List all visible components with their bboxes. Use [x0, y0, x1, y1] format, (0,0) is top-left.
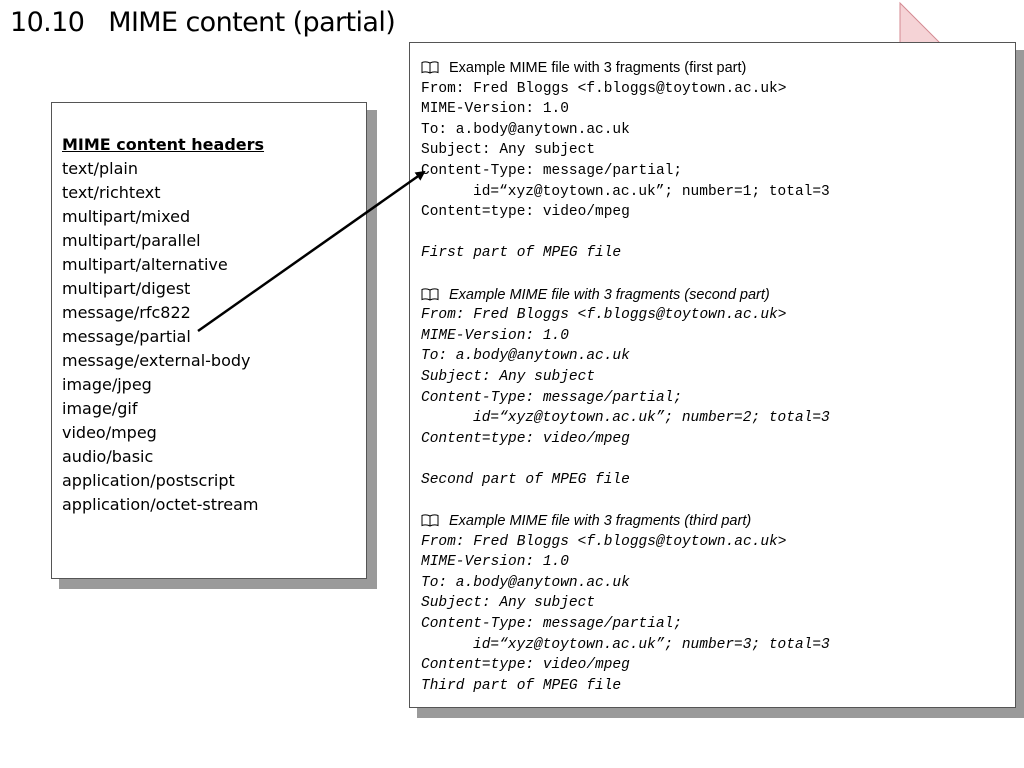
- fragment-2-content-type-video: Content=type: video/mpeg: [421, 430, 630, 447]
- book-icon: [421, 60, 439, 81]
- mime-type-item: text/plain: [62, 159, 138, 178]
- fragment-3-content-type: Content-Type: message/partial;: [421, 616, 683, 633]
- spacer: [421, 490, 1015, 511]
- fragment-2-subject: Subject: Any subject: [421, 368, 596, 385]
- fragment-2-from: From: Fred Bloggs <f.bloggs@toytown.ac.u…: [421, 307, 787, 324]
- mime-type-item: message/external-body: [62, 351, 251, 370]
- fragment-3-heading: Example MIME file with 3 fragments (thir…: [421, 511, 1015, 532]
- mime-type-item: image/jpeg: [62, 375, 152, 394]
- mime-type-item: multipart/alternative: [62, 255, 228, 274]
- fragment-3-id-line: id=“xyz@toytown.ac.uk”; number=3; total=…: [473, 636, 830, 653]
- fragment-2-content-type: Content-Type: message/partial;: [421, 389, 683, 406]
- fragment-1-heading: Example MIME file with 3 fragments (firs…: [421, 58, 1015, 79]
- fragment-1-mime-version: MIME-Version: 1.0: [421, 101, 569, 118]
- mime-type-item: multipart/parallel: [62, 231, 201, 250]
- fragment-1-subject: Subject: Any subject: [421, 142, 596, 159]
- book-icon: [421, 287, 439, 308]
- fragment-2-mime-version: MIME-Version: 1.0: [421, 327, 569, 344]
- fragment-3-to: To: a.body@anytown.ac.uk: [421, 574, 630, 591]
- mime-type-item: message/rfc822: [62, 303, 191, 322]
- fragment-2-heading: Example MIME file with 3 fragments (seco…: [421, 285, 1015, 306]
- mime-headers-panel: MIME content headers text/plain text/ric…: [51, 102, 367, 579]
- mime-type-item: application/postscript: [62, 471, 235, 490]
- fragment-2-id-line: id=“xyz@toytown.ac.uk”; number=2; total=…: [473, 410, 830, 427]
- fragment-1-to: To: a.body@anytown.ac.uk: [421, 121, 630, 138]
- mime-type-item: multipart/digest: [62, 279, 191, 298]
- book-icon: [421, 513, 439, 534]
- fragment-3-mime-version: MIME-Version: 1.0: [421, 554, 569, 571]
- fragment-2-caption: Example MIME file with 3 fragments (seco…: [449, 286, 770, 303]
- mime-type-item: application/octet-stream: [62, 495, 259, 514]
- fragment-1-content-type: Content-Type: message/partial;: [421, 162, 683, 179]
- mime-type-item: text/richtext: [62, 183, 161, 202]
- mime-type-item-message-partial: message/partial: [62, 327, 191, 346]
- spacer: [421, 449, 1015, 470]
- mime-headers-heading: MIME content headers: [62, 135, 265, 154]
- spacer: [421, 264, 1015, 285]
- fragment-3-content-type-video: Content=type: video/mpeg: [421, 657, 630, 674]
- mime-example-panel: Example MIME file with 3 fragments (firs…: [409, 42, 1016, 708]
- fragment-3-body: Third part of MPEG file: [421, 677, 622, 694]
- fragment-3-subject: Subject: Any subject: [421, 595, 596, 612]
- fragment-3-caption: Example MIME file with 3 fragments (thir…: [449, 513, 752, 530]
- mime-type-item: multipart/mixed: [62, 207, 191, 226]
- mime-type-item: audio/basic: [62, 447, 154, 466]
- fragment-1-from: From: Fred Bloggs <f.bloggs@toytown.ac.u…: [421, 80, 787, 97]
- fragment-3-from: From: Fred Bloggs <f.bloggs@toytown.ac.u…: [421, 533, 787, 550]
- slide-title: 10.10 MIME content (partial): [10, 7, 396, 38]
- fragment-2-to: To: a.body@anytown.ac.uk: [421, 348, 630, 365]
- spacer: [421, 223, 1015, 244]
- fragment-1-id-line: id=“xyz@toytown.ac.uk”; number=1; total=…: [473, 183, 830, 200]
- mime-type-item: image/gif: [62, 399, 138, 418]
- fragment-1-caption: Example MIME file with 3 fragments (firs…: [449, 60, 747, 76]
- fragment-1-content-type-video: Content=type: video/mpeg: [421, 204, 630, 221]
- fragment-2-body: Second part of MPEG file: [421, 471, 630, 488]
- mime-type-item: video/mpeg: [62, 423, 157, 442]
- fragment-1-body: First part of MPEG file: [421, 245, 622, 262]
